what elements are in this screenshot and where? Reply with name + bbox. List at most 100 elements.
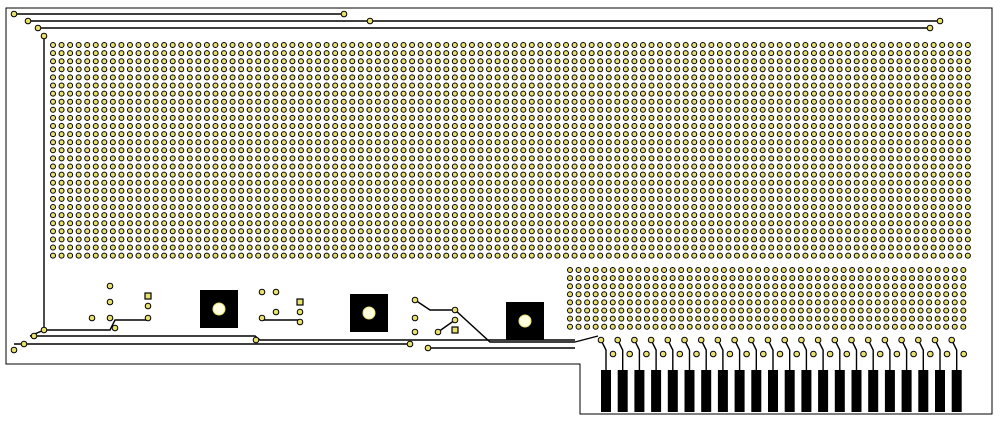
- finger-trace-7: [717, 339, 724, 370]
- grid-pad-59: [554, 42, 561, 48]
- grid-pad-656: [118, 90, 125, 97]
- grid-pad-1079: [964, 114, 971, 121]
- grid-pad-718: [648, 90, 655, 97]
- grid-pad-2085: [332, 195, 339, 202]
- grid-pad-1669: [468, 163, 475, 170]
- grid-pad-3003: [909, 275, 915, 282]
- grid-pad-1545: [332, 155, 339, 162]
- grid-pad-1624: [84, 163, 91, 170]
- grid-pad-1468: [597, 147, 604, 154]
- grid-pad-3046: [874, 283, 881, 290]
- grid-pad-514: [751, 74, 758, 81]
- grid-pad-2138: [785, 195, 792, 202]
- grid-pad-769: [161, 98, 168, 105]
- grid-pad-2033: [810, 187, 817, 194]
- grid-pad-2866: [545, 252, 552, 259]
- grid-pad-3290: [951, 323, 958, 330]
- grid-pad-3179: [806, 307, 813, 314]
- grid-pad-1402: [956, 139, 963, 146]
- connector-finger-18: [901, 370, 912, 412]
- grid-pad-1104: [255, 123, 262, 129]
- grid-pad-1759: [315, 171, 322, 178]
- grid-pad-2001: [537, 187, 544, 194]
- grid-pad-1129: [468, 123, 475, 129]
- grid-pad-3111: [626, 299, 633, 306]
- grid-pad-2528: [426, 228, 433, 235]
- grid-pad-2337: [639, 212, 646, 219]
- grid-pad-2094: [409, 195, 416, 202]
- grid-pad-344: [221, 66, 227, 73]
- grid-pad-1238: [477, 131, 484, 138]
- grid-pad-841: [776, 98, 783, 105]
- grid-pad-791: [349, 98, 356, 105]
- grid-pad-2104: [494, 195, 501, 202]
- grid-pad-151: [417, 50, 424, 57]
- grid-pad-1907: [657, 179, 664, 186]
- grid-pad-1230: [409, 131, 416, 138]
- grid-pad-2760: [563, 244, 569, 251]
- grid-pad-655: [109, 90, 116, 97]
- grid-pad-2532: [460, 228, 467, 235]
- grid-pad-1400: [939, 139, 946, 146]
- grid-pad-1421: [195, 147, 202, 154]
- grid-pad-2918: [584, 267, 591, 273]
- grid-pad-1430: [272, 147, 279, 154]
- grid-pad-2102: [477, 195, 484, 202]
- finger-trace-19: [917, 339, 924, 370]
- grid-pad-2480: [939, 220, 946, 227]
- grid-pad-3158: [626, 307, 633, 314]
- grid-pad-2171: [144, 204, 151, 210]
- grid-pad-176: [631, 50, 638, 57]
- grid-pad-2074: [238, 195, 245, 202]
- grid-pad-2694: [922, 236, 929, 243]
- grid-pad-1366: [648, 139, 655, 146]
- grid-pad-2965: [584, 275, 591, 282]
- grid-pad-1093: [161, 123, 168, 129]
- grid-pad-3253: [635, 323, 642, 330]
- grid-pad-1063: [828, 114, 835, 121]
- grid-pad-762: [101, 98, 108, 105]
- grid-pad-3092: [866, 291, 873, 298]
- grid-pad-2946: [823, 267, 830, 273]
- grid-pad-1078: [956, 114, 963, 121]
- connector-finger-16: [868, 370, 879, 412]
- grid-pad-1439: [349, 147, 356, 154]
- grid-pad-570: [306, 82, 313, 89]
- grid-pad-1993: [468, 187, 475, 194]
- grid-pad-1579: [622, 155, 629, 162]
- grid-pad-3184: [849, 307, 856, 314]
- grid-pad-820: [597, 98, 604, 105]
- grid-pad-1697: [708, 163, 715, 170]
- grid-pad-2148: [870, 195, 877, 202]
- grid-pad-1190: [67, 131, 74, 138]
- grid-pad-3056: [960, 283, 967, 290]
- grid-pad-3276: [832, 323, 839, 330]
- grid-pad-1349: [503, 139, 510, 146]
- grid-pad-2555: [657, 228, 664, 235]
- grid-pad-2022: [716, 187, 723, 194]
- grid-pad-772: [186, 98, 193, 105]
- grid-pad-2540: [528, 228, 535, 235]
- mounting-hole-2: [518, 314, 532, 328]
- grid-pad-239: [246, 58, 253, 65]
- grid-pad-2912: [939, 252, 946, 259]
- grid-pad-1573: [571, 155, 578, 162]
- grid-pad-1169: [810, 123, 817, 129]
- grid-pad-261: [434, 58, 441, 65]
- grid-pad-111: [75, 50, 82, 57]
- grid-pad-2472: [870, 220, 877, 227]
- grid-pad-2838: [306, 252, 313, 259]
- grid-pad-1770: [409, 171, 416, 178]
- grid-pad-2877: [639, 252, 646, 259]
- grid-pad-1056: [768, 114, 775, 121]
- grid-pad-2617: [263, 236, 270, 243]
- grid-pad-2603: [144, 236, 151, 243]
- grid-pad-828: [665, 98, 672, 105]
- grid-pad-1613: [913, 155, 920, 162]
- grid-pad-356: [323, 66, 330, 73]
- grid-pad-178: [648, 50, 655, 57]
- grid-pad-2925: [643, 267, 650, 273]
- finger-top-pad-8: [731, 336, 738, 344]
- grid-pad-3147: [934, 299, 941, 306]
- grid-pad-1017: [434, 114, 441, 121]
